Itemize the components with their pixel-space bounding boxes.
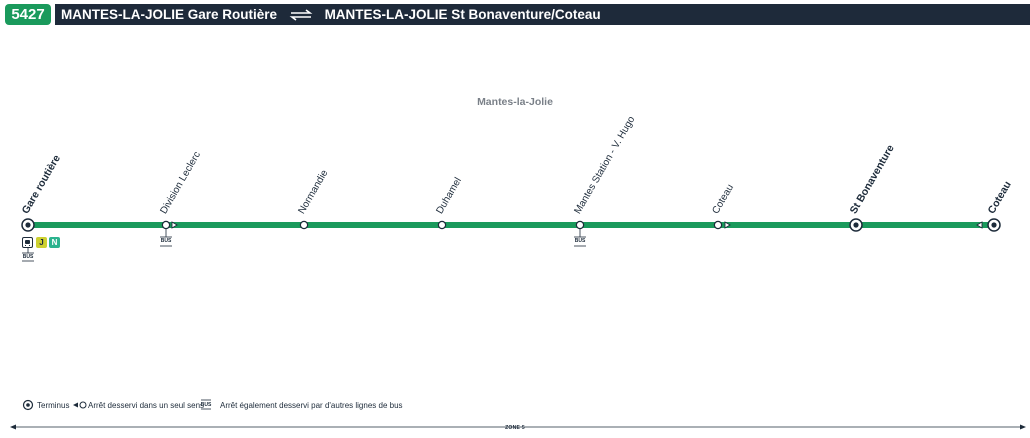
bus-connection-gare-routiere — [22, 248, 34, 262]
stop-marker-mantes-station[interactable] — [575, 220, 585, 230]
stop-marker-duhamel[interactable] — [437, 220, 447, 230]
bidirectional-arrows-icon — [289, 9, 313, 22]
town-name: Mantes-la-Jolie — [477, 96, 553, 108]
direction-arrow-icon — [724, 221, 731, 229]
stop-marker-division-leclerc[interactable] — [161, 220, 178, 230]
stop-marker-coteau-terminus[interactable] — [976, 218, 1001, 232]
rer-n-badge: N — [49, 237, 60, 248]
legend-bus-label: BUS — [200, 401, 212, 408]
bus-label: BUS — [22, 254, 34, 260]
stop-marker-st-bonaventure[interactable] — [849, 218, 863, 232]
header: 5427 MANTES-LA-JOLIE Gare Routière MANTE… — [0, 0, 1030, 27]
direction-arrow-icon — [976, 221, 983, 229]
direction-arrow-icon — [171, 221, 178, 229]
route-origin: MANTES-LA-JOLIE Gare Routière — [61, 7, 278, 22]
legend-other-lines: Arrêt également desservi par d'autres li… — [220, 401, 403, 410]
legend-symbols — [22, 399, 211, 411]
bus-connection-mantes-station — [574, 229, 586, 247]
route-destination: MANTES-LA-JOLIE St Bonaventure/Coteau — [324, 7, 601, 22]
rer-j-badge: J — [36, 237, 47, 248]
legend-one-way: Arrêt desservi dans un seul sens — [88, 401, 205, 410]
zone-label: ZONE 5 — [505, 425, 525, 431]
terminus-icon — [22, 399, 34, 411]
one-way-stop-icon — [73, 401, 87, 409]
bus-connection-division-leclerc — [160, 229, 172, 247]
bus-label: BUS — [574, 238, 586, 244]
stop-marker-gare-routiere[interactable] — [21, 218, 35, 232]
route-title-bar: MANTES-LA-JOLIE Gare Routière MANTES-LA-… — [55, 4, 1030, 25]
legend-terminus: Terminus — [37, 401, 70, 410]
zone-bar — [10, 424, 1026, 430]
stop-marker-normandie[interactable] — [299, 220, 309, 230]
bus-label: BUS — [160, 238, 172, 244]
stop-marker-coteau-oneway[interactable] — [713, 220, 731, 230]
route-line — [28, 222, 995, 228]
train-icon — [22, 237, 33, 248]
bus-connection-icon — [201, 399, 211, 410]
route-title: MANTES-LA-JOLIE Gare Routière MANTES-LA-… — [61, 4, 601, 25]
line-number-badge: 5427 — [5, 4, 51, 25]
